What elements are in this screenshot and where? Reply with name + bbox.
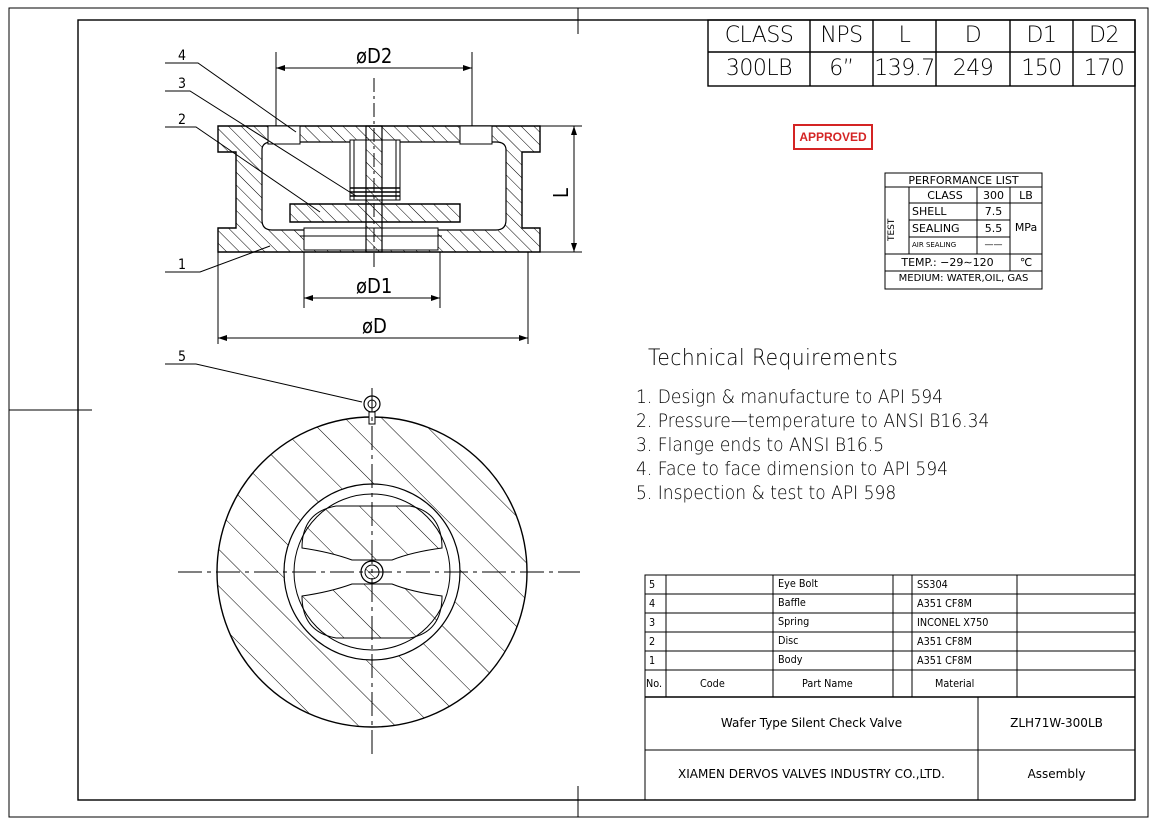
perf-medium: MEDIUM: WATER,OIL, GAS <box>898 273 1029 284</box>
approved-stamp: APPROVED <box>793 124 873 150</box>
dim-l-label: L <box>549 188 573 198</box>
spec-value-d1: 150 <box>1021 56 1062 81</box>
model-number: ZLH71W-300LB <box>1010 716 1103 730</box>
bom-row-name: Disc <box>778 634 799 647</box>
bom-grid <box>644 574 1136 801</box>
spec-header-d2: D2 <box>1089 23 1119 48</box>
spec-table-grid <box>707 19 1136 87</box>
perf-sealing-label: SEALING <box>912 222 960 235</box>
perf-temp-unit: ℃ <box>1019 256 1033 269</box>
bom-row-no: 4 <box>649 597 656 610</box>
bom-row-name: Baffle <box>778 596 806 609</box>
spec-value-l: 139.7 <box>874 56 935 81</box>
tech-requirement-item: 1. Design & manufacture to API 594 <box>636 386 943 408</box>
bom-row-name: Spring <box>778 615 810 628</box>
bom-row-no: 5 <box>649 578 656 591</box>
dim-d2-label: øD2 <box>356 44 392 68</box>
bom-row-no: 3 <box>649 616 656 629</box>
perf-class-value: 300 <box>983 189 1004 202</box>
perf-pressure-unit: MPa <box>1014 221 1038 234</box>
bom-row-material: A351 CF8M <box>917 654 973 667</box>
perf-test-label: TEST <box>887 218 897 241</box>
balloon-5: 5 <box>178 349 186 365</box>
perf-sealing-value: 5.5 <box>984 222 1003 235</box>
tech-requirement-item: 2. Pressure—temperature to ANSI B16.34 <box>636 410 990 432</box>
perf-class-unit: LB <box>1019 189 1033 202</box>
bom-row-material: A351 CF8M <box>917 597 973 610</box>
dim-d1-label: øD1 <box>356 274 392 298</box>
tech-requirement-item: 4. Face to face dimension to API 594 <box>636 458 949 480</box>
spec-value-d2: 170 <box>1083 56 1125 81</box>
bom-header-code: Code <box>700 677 725 690</box>
perf-air-label: AIR SEALING <box>912 241 957 249</box>
bom-row-material: SS304 <box>917 578 948 591</box>
balloon-2: 2 <box>178 112 186 128</box>
balloon-3: 3 <box>178 76 186 92</box>
performance-title: PERFORMANCE LIST <box>908 174 1019 187</box>
bom-header-material: Material <box>935 677 975 690</box>
performance-table-grid <box>884 172 1043 290</box>
bom-row-name: Body <box>778 653 803 666</box>
part-balloons: 4 3 2 1 5 <box>178 48 186 365</box>
spec-header-class: CLASS <box>724 23 794 48</box>
spec-header-d1: D1 <box>1026 23 1057 48</box>
perf-class-label: CLASS <box>927 189 963 202</box>
valve-front-view <box>178 388 580 754</box>
tech-requirement-item: 5. Inspection & test to API 598 <box>636 482 897 504</box>
perf-shell-label: SHELL <box>912 205 947 218</box>
bom-row-no: 2 <box>649 635 656 648</box>
spec-header-d: D <box>964 23 982 48</box>
balloon-4: 4 <box>178 48 186 64</box>
tech-requirements-title: Technical Requirements <box>648 346 899 371</box>
perf-shell-value: 7.5 <box>984 205 1003 218</box>
perf-air-value: —— <box>984 240 1003 250</box>
bom-row-no: 1 <box>649 654 656 667</box>
bom-row-name: Eye Bolt <box>778 577 818 590</box>
spec-value-nps: 6” <box>829 56 854 81</box>
company-name: XIAMEN DERVOS VALVES INDUSTRY CO.,LTD. <box>678 767 945 781</box>
spec-value-class: 300LB <box>725 56 793 81</box>
spec-value-d: 249 <box>952 56 994 81</box>
sheet-frame <box>8 7 1149 818</box>
dim-d-label: øD <box>362 314 387 338</box>
bom-header-no: No. <box>646 677 663 690</box>
product-name: Wafer Type Silent Check Valve <box>720 716 903 730</box>
bom-row-material: INCONEL X750 <box>917 616 989 629</box>
bom-header-name: Part Name <box>802 677 853 690</box>
perf-temp: TEMP.: −29∼120 <box>901 256 994 269</box>
valve-section-view <box>165 52 582 403</box>
bom-row-material: A351 CF8M <box>917 635 973 648</box>
spec-header-l: L <box>898 23 911 48</box>
drawing-type: Assembly <box>1027 767 1086 781</box>
spec-header-nps: NPS <box>820 23 863 48</box>
tech-requirement-item: 3. Flange ends to ANSI B16.5 <box>636 434 885 456</box>
balloon-1: 1 <box>178 257 186 273</box>
